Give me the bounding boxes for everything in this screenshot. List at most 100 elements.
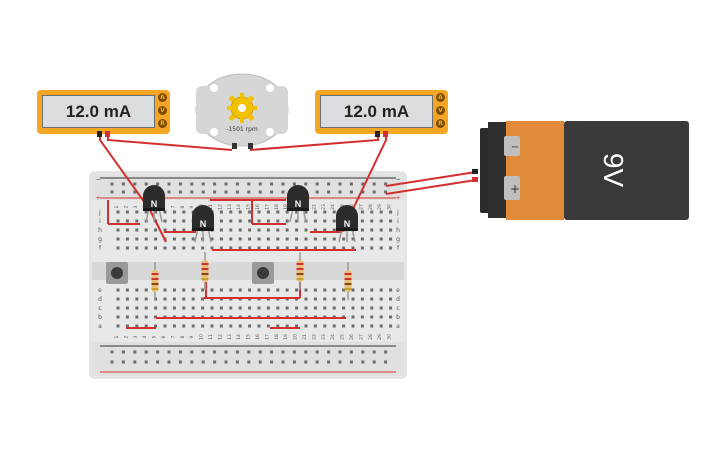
breadboard-hole[interactable]: [210, 246, 214, 250]
breadboard-hole[interactable]: [323, 306, 327, 310]
breadboard-hole[interactable]: [332, 288, 336, 292]
breadboard-hole[interactable]: [191, 237, 195, 241]
breadboard-hole[interactable]: [248, 306, 252, 310]
breadboard-hole[interactable]: [125, 210, 129, 214]
rail-hole[interactable]: [133, 360, 137, 364]
breadboard-hole[interactable]: [182, 306, 186, 310]
breadboard-hole[interactable]: [323, 297, 327, 301]
breadboard-hole[interactable]: [332, 246, 336, 250]
breadboard-hole[interactable]: [135, 228, 139, 232]
breadboard-hole[interactable]: [201, 288, 205, 292]
breadboard-hole[interactable]: [313, 288, 317, 292]
breadboard-hole[interactable]: [144, 237, 148, 241]
rail-hole[interactable]: [156, 360, 160, 364]
breadboard-hole[interactable]: [389, 315, 393, 319]
rail-hole[interactable]: [247, 350, 251, 354]
breadboard-hole[interactable]: [295, 219, 299, 223]
breadboard-hole[interactable]: [144, 246, 148, 250]
breadboard-hole[interactable]: [285, 306, 289, 310]
breadboard-hole[interactable]: [332, 324, 336, 328]
breadboard-hole[interactable]: [257, 237, 261, 241]
breadboard-hole[interactable]: [135, 210, 139, 214]
breadboard-hole[interactable]: [285, 324, 289, 328]
rail-hole[interactable]: [167, 360, 171, 364]
breadboard-hole[interactable]: [172, 306, 176, 310]
breadboard-hole[interactable]: [313, 324, 317, 328]
breadboard-hole[interactable]: [332, 306, 336, 310]
rail-hole[interactable]: [144, 182, 148, 186]
rail-hole[interactable]: [270, 360, 274, 364]
breadboard-hole[interactable]: [248, 324, 252, 328]
breadboard-hole[interactable]: [154, 228, 158, 232]
rail-hole[interactable]: [315, 182, 319, 186]
rail-hole[interactable]: [384, 190, 388, 194]
breadboard-hole[interactable]: [266, 219, 270, 223]
battery-9v[interactable]: − + 9V: [480, 121, 689, 220]
breadboard-hole[interactable]: [135, 246, 139, 250]
breadboard-hole[interactable]: [285, 288, 289, 292]
breadboard-hole[interactable]: [135, 297, 139, 301]
breadboard-hole[interactable]: [276, 237, 280, 241]
rail-hole[interactable]: [247, 190, 251, 194]
rail-hole[interactable]: [349, 190, 353, 194]
multimeter-right[interactable]: 12.0 mA A V R: [315, 90, 448, 134]
breadboard-hole[interactable]: [389, 219, 393, 223]
battery-minus-terminal[interactable]: [504, 136, 520, 156]
npn-transistor[interactable]: N: [192, 205, 214, 243]
breadboard-hole[interactable]: [370, 246, 374, 250]
breadboard-hole[interactable]: [304, 306, 308, 310]
rail-hole[interactable]: [144, 360, 148, 364]
breadboard-hole[interactable]: [219, 324, 223, 328]
breadboard-hole[interactable]: [248, 210, 252, 214]
multimeter-left-ohmmeter-button[interactable]: R: [158, 119, 167, 128]
breadboard-hole[interactable]: [248, 288, 252, 292]
rail-hole[interactable]: [178, 182, 182, 186]
rail-hole[interactable]: [178, 360, 182, 364]
multimeter-right-ohmmeter-button[interactable]: R: [436, 119, 445, 128]
breadboard-hole[interactable]: [116, 288, 120, 292]
breadboard-hole[interactable]: [163, 288, 167, 292]
rail-hole[interactable]: [292, 182, 296, 186]
resistors[interactable]: [151, 252, 352, 300]
breadboard-hole[interactable]: [276, 210, 280, 214]
breadboard-hole[interactable]: [276, 288, 280, 292]
rail-hole[interactable]: [384, 182, 388, 186]
breadboard-hole[interactable]: [304, 246, 308, 250]
breadboard-hole[interactable]: [248, 246, 252, 250]
breadboard-hole[interactable]: [172, 288, 176, 292]
breadboard-hole[interactable]: [370, 324, 374, 328]
rail-hole[interactable]: [133, 190, 137, 194]
breadboard-hole[interactable]: [266, 324, 270, 328]
breadboard-hole[interactable]: [313, 306, 317, 310]
breadboard-hole[interactable]: [304, 237, 308, 241]
rail-hole[interactable]: [384, 350, 388, 354]
breadboard-hole[interactable]: [360, 228, 364, 232]
rail-hole[interactable]: [361, 350, 365, 354]
breadboard-hole[interactable]: [125, 324, 129, 328]
rail-hole[interactable]: [167, 350, 171, 354]
breadboard-hole[interactable]: [360, 315, 364, 319]
rail-hole[interactable]: [156, 182, 160, 186]
breadboard-hole[interactable]: [182, 228, 186, 232]
breadboard-hole[interactable]: [125, 228, 129, 232]
rail-hole[interactable]: [110, 182, 114, 186]
breadboard-hole[interactable]: [332, 219, 336, 223]
breadboard-hole[interactable]: [201, 297, 205, 301]
breadboard-hole[interactable]: [276, 306, 280, 310]
breadboard-hole[interactable]: [210, 306, 214, 310]
breadboard-hole[interactable]: [342, 306, 346, 310]
rail-hole[interactable]: [110, 190, 114, 194]
breadboard-hole[interactable]: [295, 324, 299, 328]
breadboard-hole[interactable]: [125, 219, 129, 223]
breadboard-hole[interactable]: [191, 306, 195, 310]
breadboard-hole[interactable]: [125, 246, 129, 250]
breadboard-hole[interactable]: [125, 306, 129, 310]
rail-hole[interactable]: [190, 360, 194, 364]
breadboard-hole[interactable]: [238, 219, 242, 223]
breadboard-hole[interactable]: [351, 324, 355, 328]
breadboard-hole[interactable]: [351, 288, 355, 292]
multimeter-left-ammeter-button[interactable]: A: [158, 93, 167, 102]
rail-hole[interactable]: [133, 350, 137, 354]
breadboard-hole[interactable]: [154, 210, 158, 214]
